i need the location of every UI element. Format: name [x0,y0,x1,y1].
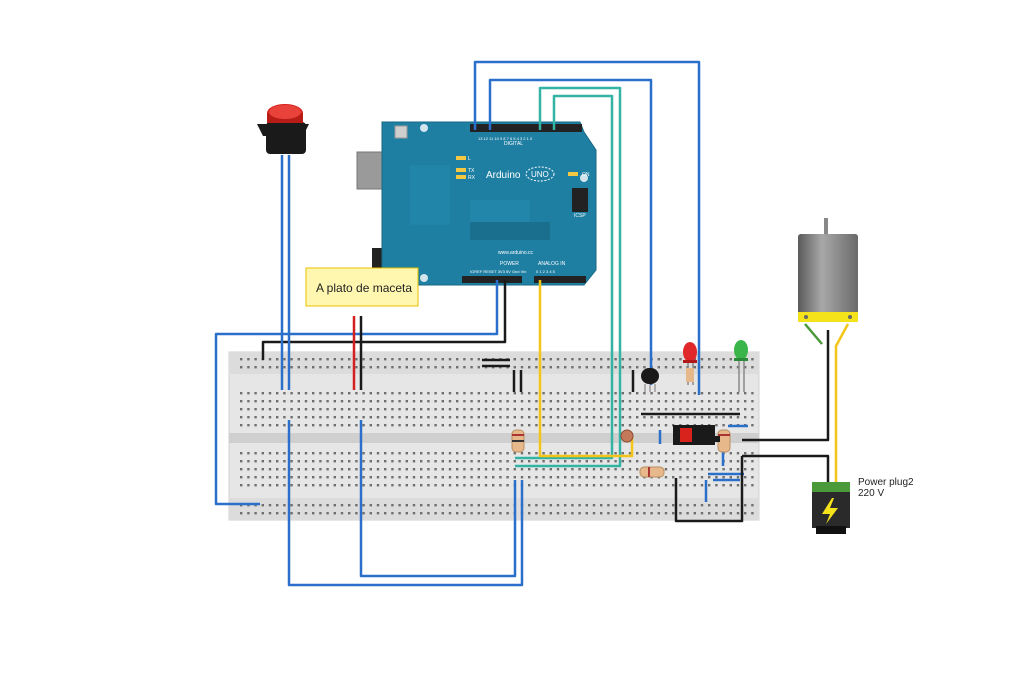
wire-yellow-plug [834,323,850,484]
push-button [257,104,309,154]
wire-black-relay-loop [674,456,744,523]
wire-blue-5v [214,280,499,506]
diode [708,436,720,442]
power-plug: Power plug2 220 V [812,477,914,534]
power-bolt-icon [822,498,838,524]
led-red [683,342,697,385]
on-label: ON [582,172,590,178]
icsp-label: ICSP [574,213,586,219]
note-text: A plato de maceta [316,281,412,295]
wire-blue-d12 [473,60,701,395]
wire-blue-bottom-1 [287,420,524,587]
power-header [462,276,522,283]
digital-pins-label: 13 12 11 10 9 8 7 6 5 4 3 2 1 0 [478,136,533,141]
wire-black-gnd [261,280,507,360]
led-tx-label: TX [468,168,475,174]
icsp-header [572,188,588,212]
led-l-label: L [468,156,471,162]
breadboard-holes [240,358,754,515]
wires [214,60,850,587]
digital-label: DIGITAL [504,141,523,147]
led-green [734,340,748,392]
wire-black-motor [742,330,830,442]
reset-button [394,125,408,139]
power-plug-voltage: 220 V [858,488,884,499]
resistor-3 [639,466,665,478]
wire-blue-d10 [488,78,653,385]
wire-blue-bottom-2 [359,420,517,578]
arduino-uno-board: Arduino UNO DIGITAL ANALOG IN POWER www.… [356,121,597,286]
resistor-1 [511,429,525,453]
relay [673,425,715,445]
wire-green-motor [804,323,823,345]
wire-black-plug [742,454,830,484]
power-plug-name: Power plug2 [858,477,914,488]
wire-teal-a [515,86,622,468]
url-label: www.arduino.cc [498,250,534,256]
wire-yellow-a0 [538,280,634,458]
note-box: A plato de maceta [305,267,419,307]
transistor [641,368,659,392]
analog-pins-label: 0 1 2 3 4 5 [536,269,556,274]
power-pins-label: IOREF RESET 3V3 5V Gnd Vin [470,269,526,274]
photoresistor [620,429,634,443]
arduino-model-label: UNO [531,170,549,179]
wire-teal-b [515,94,614,460]
analog-label: ANALOG IN [538,261,566,267]
analog-header [534,276,586,283]
digital-header [470,124,582,132]
led-rx-label: RX [468,175,476,181]
arduino-brand-label: Arduino [486,170,521,181]
power-label: POWER [500,261,519,267]
dc-motor [798,218,858,322]
